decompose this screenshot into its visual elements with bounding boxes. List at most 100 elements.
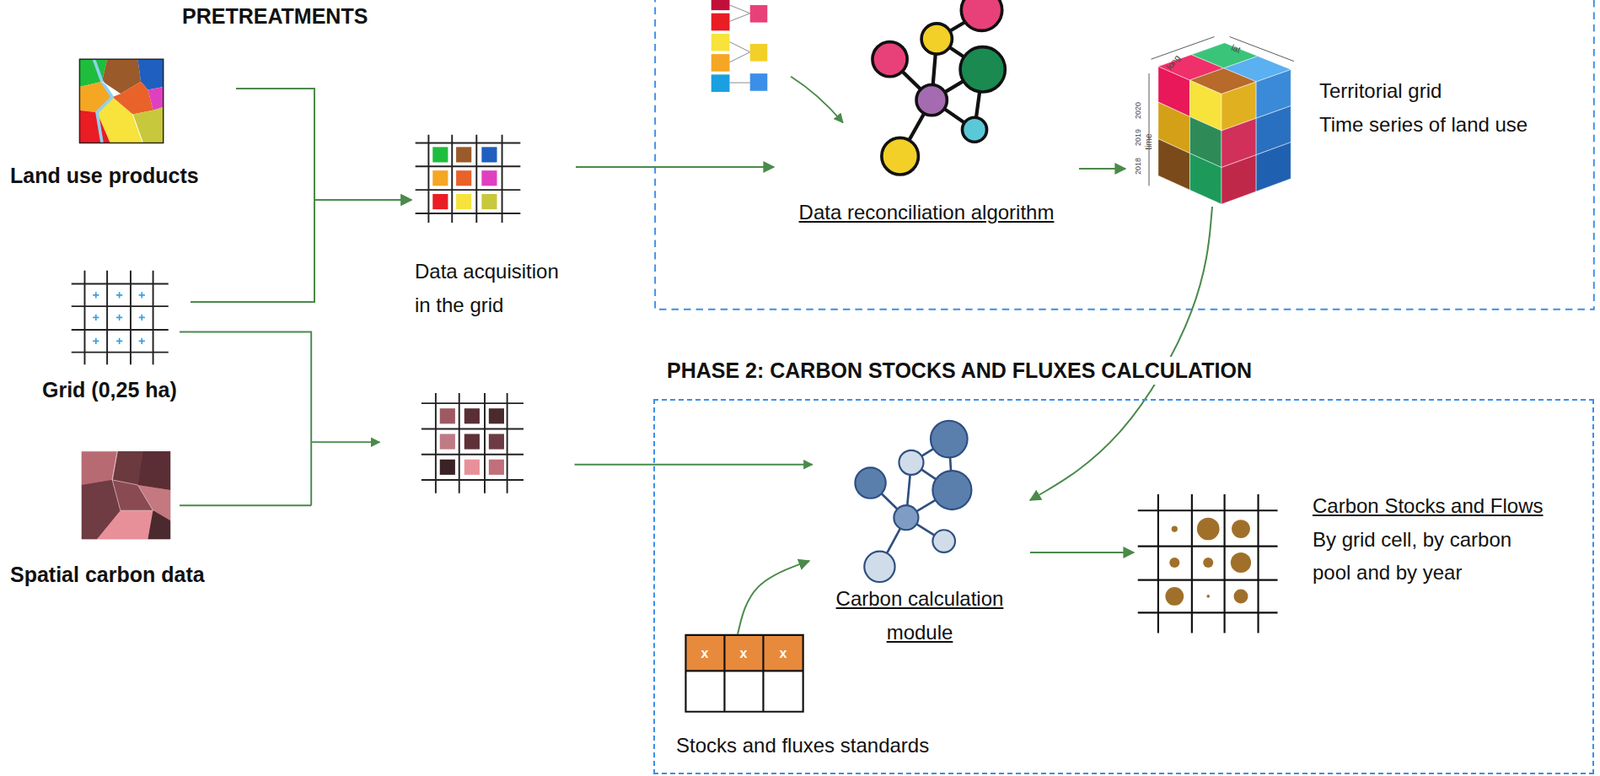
layout-arrow: [311, 440, 380, 443]
table-cell: x: [701, 644, 709, 661]
standards-table: [685, 634, 803, 671]
network-icon: [960, 47, 1005, 92]
axis-label: time: [1143, 134, 1155, 151]
land-use-grid: [432, 146, 448, 162]
table-cell: x: [779, 644, 788, 661]
phase-box: Carbon calculation moduleStocks and flux…: [653, 398, 1595, 774]
output-grid: [1231, 519, 1251, 538]
class-list-icon: [750, 43, 768, 62]
class-list-icon: [711, 74, 731, 92]
land-use-map: [79, 59, 163, 143]
output-product: Territorial gridTime series of land use: [1125, 16, 1547, 207]
class-list-icon: [711, 33, 731, 52]
layout-arrow: [179, 76, 843, 505]
flow-arrow: [737, 560, 810, 634]
land-use-cube: [1158, 139, 1191, 191]
output-grid: [1230, 552, 1252, 573]
source-data: Grid (0,25 ha): [40, 266, 191, 408]
land-use-grid: [456, 170, 472, 186]
carbon-grid: [488, 459, 505, 475]
node-label: Data acquisition in the grid: [414, 254, 573, 322]
source-data: Spatial carbon data: [8, 446, 245, 592]
node-label: Territorial grid: [1319, 74, 1544, 108]
output-grid: [1138, 493, 1278, 634]
land-use-grid: [481, 146, 497, 162]
land-use-cube: [1221, 155, 1257, 205]
land-use-cube: [1148, 37, 1294, 205]
output-grid: [1202, 557, 1214, 568]
output-grid: [1138, 493, 1278, 634]
output-grid: [1171, 525, 1178, 532]
class-list-icon: [711, 53, 731, 72]
network-icon: [961, 0, 1002, 31]
module-network: [932, 529, 956, 553]
network-icon: [916, 84, 947, 115]
class-list-icon: [750, 73, 768, 92]
land-use-grid: [432, 170, 448, 186]
output-grid: [1206, 594, 1210, 598]
network-icon: [872, 42, 908, 77]
standards-table: [685, 634, 803, 712]
land-use-grid: [456, 193, 472, 210]
node-label: Stocks and fluxes standards: [676, 728, 954, 763]
process-step: Data acquisition in the grid: [411, 128, 576, 365]
class-list-icon: [711, 0, 768, 92]
output-grid: [1165, 517, 1252, 606]
land-use-cube: [1256, 142, 1291, 192]
standards-table: [685, 634, 803, 712]
phase-heading: PHASE 2: CARBON STOCKS AND FLUXES CALCUL…: [663, 356, 1256, 385]
year-label: 2019: [1133, 128, 1144, 146]
grid-icon: [92, 291, 145, 298]
module-network: [854, 467, 886, 498]
output-grid: [1233, 588, 1248, 603]
class-list-icon: [711, 13, 731, 32]
node-label: Data reconciliation algorithm: [777, 195, 1076, 230]
class-list-icon: [711, 0, 731, 11]
carbon-map: [81, 451, 154, 511]
table-cell: x: [740, 644, 748, 661]
land-use-grid: [456, 146, 472, 162]
phase-region: [655, 0, 1595, 310]
source-data: Land use products: [8, 53, 237, 194]
illustration: [71, 0, 1595, 712]
node-label: Carbon calculation module: [812, 581, 1027, 649]
flow-arrow: [1030, 551, 1134, 554]
node-label: Spatial carbon data: [10, 560, 242, 589]
flow-arrow: [1030, 206, 1213, 500]
carbon-grid: [440, 433, 456, 449]
land-use-grid: [481, 193, 497, 210]
carbon-grid: [488, 433, 505, 449]
carbon-grid: [421, 392, 524, 494]
result-node: Carbon Stocks and FlowsBy grid cell, by …: [1133, 487, 1556, 661]
carbon-grid: [464, 408, 480, 424]
year-label: 2018: [1133, 157, 1144, 175]
module-network: [898, 450, 924, 475]
output-grid: [1169, 557, 1180, 568]
land-use-grid: [415, 134, 521, 223]
grid-icon: [71, 270, 169, 365]
land-use-grid: [432, 193, 448, 210]
grid-icon: [92, 291, 145, 344]
carbon-grid: [440, 459, 456, 475]
land-use-map: [79, 110, 110, 144]
carbon-map: [81, 451, 171, 539]
network-icon: [872, 0, 1005, 175]
module-network: [932, 470, 972, 510]
land-use-grid: [481, 170, 497, 186]
land-use-cube: [1189, 153, 1222, 205]
module-network: [854, 420, 972, 582]
carbon-grid: [440, 408, 456, 424]
layout-arrow: [574, 463, 813, 466]
grid-icon: [92, 338, 145, 344]
network-icon: [921, 23, 952, 54]
carbon-map: [112, 451, 143, 485]
carbon-grid: [464, 433, 480, 449]
flow-arrow: [236, 88, 412, 200]
section-heading: PRETREATMENTS: [182, 3, 368, 29]
node-label: Land use products: [10, 161, 233, 190]
flow-arrow: [190, 199, 412, 302]
grid-icon: [92, 314, 145, 321]
axis-label: lat: [1229, 42, 1242, 56]
land-use-map: [79, 59, 163, 143]
